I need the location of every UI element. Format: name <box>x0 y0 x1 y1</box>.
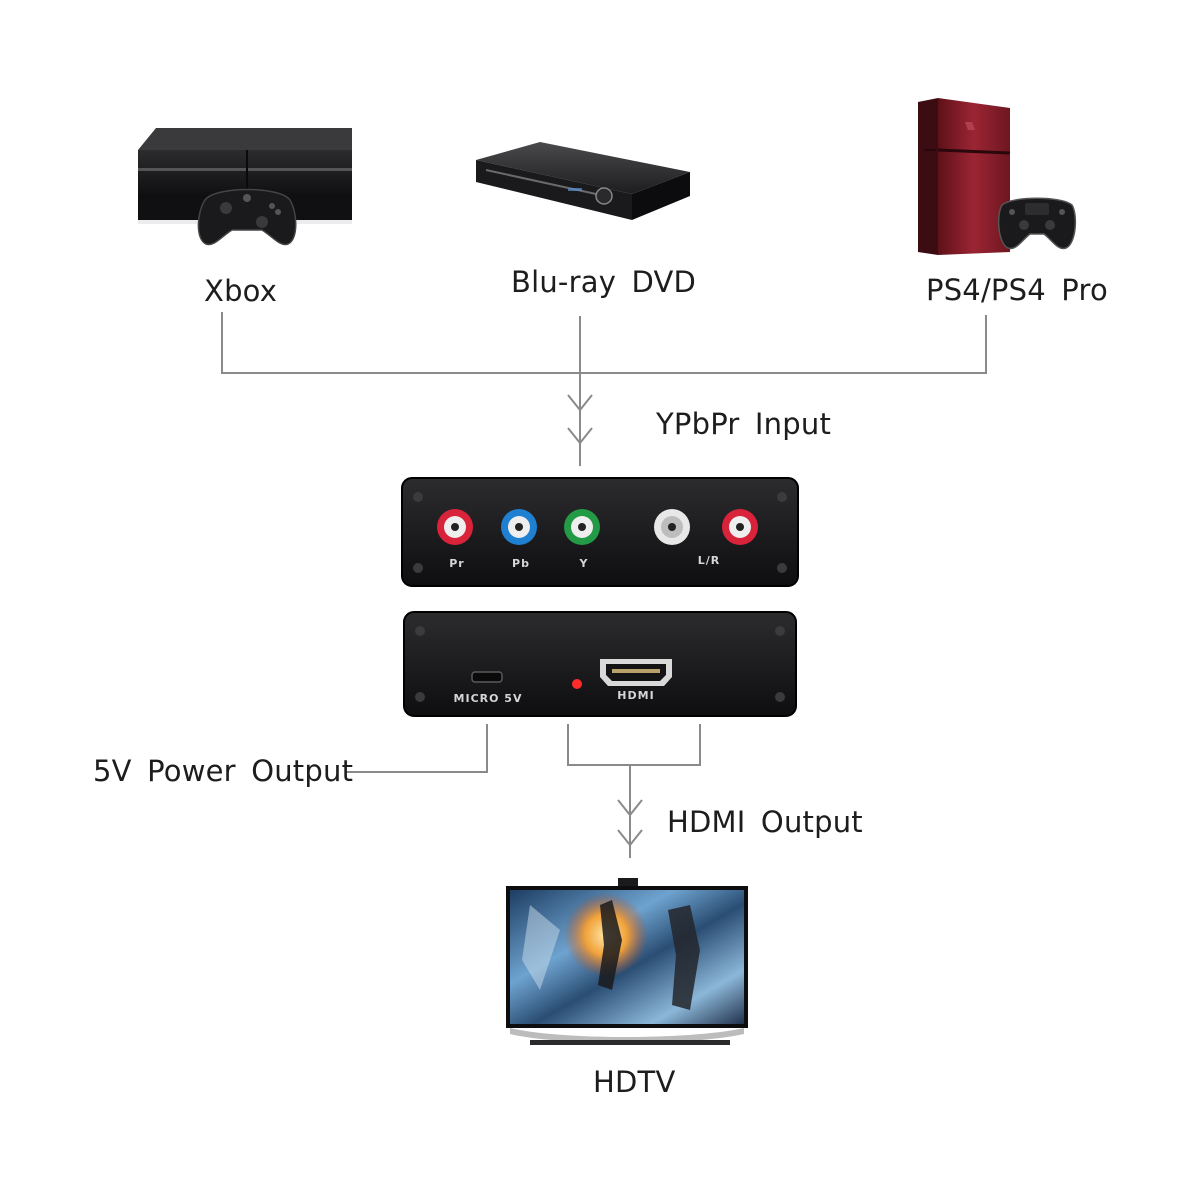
hdtv-label: HDTV <box>593 1065 676 1099</box>
port-label-pr: Pr <box>449 557 465 570</box>
output-arrow-1 <box>617 799 643 817</box>
xbox-controller-icon <box>197 188 297 246</box>
rca-port-pr <box>437 509 473 545</box>
port-label-y: Y <box>579 557 589 570</box>
converter-output-panel: MICRO 5V HDMI <box>403 611 797 717</box>
port-label-micro: MICRO 5V <box>454 692 523 705</box>
source-label-ps4: PS4/PS4 Pro <box>926 273 1108 307</box>
rca-port-y <box>564 509 600 545</box>
ps4-controller-icon <box>997 197 1077 250</box>
power-led <box>572 679 582 689</box>
micro-usb-port <box>471 671 503 683</box>
rca-port-audio-left <box>654 509 690 545</box>
source-label-bluray: Blu-ray DVD <box>511 265 697 299</box>
input-connector-lines <box>221 312 987 466</box>
bluray-player-icon <box>476 142 690 220</box>
port-label-hdmi: HDMI <box>617 689 654 702</box>
converter-input-panel: Pr Pb Y L/R <box>401 477 799 587</box>
hdmi-port <box>600 659 672 686</box>
hdmi-bracket-line <box>567 724 701 766</box>
power-output-label: 5V Power Output <box>93 754 354 788</box>
input-arrow-2 <box>567 427 593 445</box>
rca-port-audio-right <box>722 509 758 545</box>
port-label-lr: L/R <box>698 554 721 567</box>
power-output-line <box>345 724 488 773</box>
port-label-pb: Pb <box>512 557 530 570</box>
output-arrow-2 <box>617 829 643 847</box>
hdtv-icon <box>506 878 748 1045</box>
rca-port-pb <box>501 509 537 545</box>
hdmi-output-label: HDMI Output <box>667 805 863 839</box>
output-connector-lines <box>345 724 701 858</box>
input-arrow-1 <box>567 394 593 412</box>
ps4-console-icon <box>918 98 1011 255</box>
source-bus-line <box>221 312 987 374</box>
source-label-xbox: Xbox <box>204 274 278 308</box>
input-type-label: YPbPr Input <box>656 407 832 441</box>
